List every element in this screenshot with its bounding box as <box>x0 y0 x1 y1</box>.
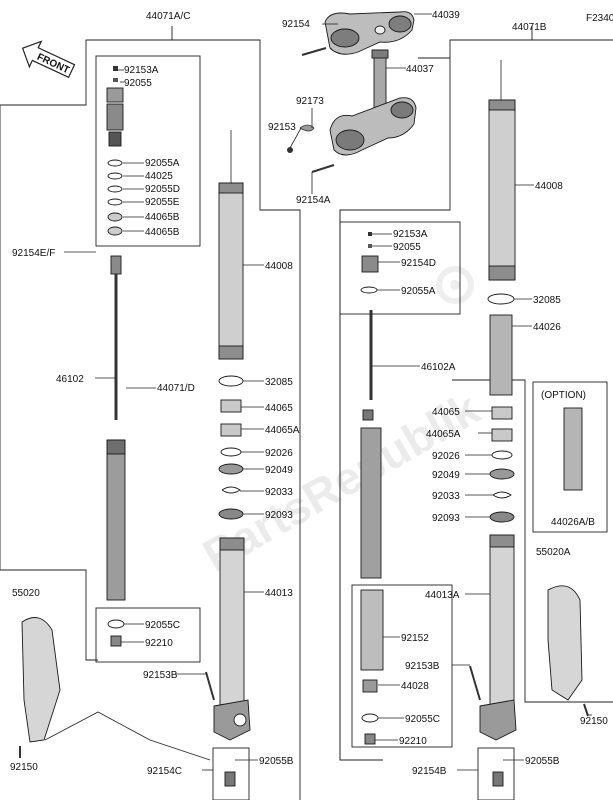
part-label-44065b-2: 44065B <box>145 227 180 238</box>
part-label-92153a-right: 92153A <box>393 229 428 240</box>
part-label-44025: 44025 <box>145 171 173 182</box>
left-fork-guard <box>19 617 61 758</box>
part-label-44065-right: 44065 <box>432 407 460 418</box>
part-label-55020: 55020 <box>12 588 40 599</box>
right-cartridge <box>360 232 384 745</box>
clamp-bolts <box>287 47 335 173</box>
watermark-gear-icon <box>436 266 474 304</box>
part-label-44065-left: 44065 <box>265 403 293 414</box>
part-label-92150-left: 92150 <box>10 762 38 773</box>
part-label-44065a-right: 44065A <box>426 429 461 440</box>
part-labels: 44071A/C 44071B 92154 44039 44037 92173 … <box>10 10 608 777</box>
leader-lines <box>64 13 592 771</box>
left-seals-stack <box>218 375 244 520</box>
part-label-32085-right: 32085 <box>533 295 561 306</box>
part-label-46102: 46102 <box>56 374 84 385</box>
part-label-44026: 44026 <box>533 322 561 333</box>
part-label-92055b-left: 92055B <box>259 756 294 767</box>
part-label-32085-left: 32085 <box>265 377 293 388</box>
part-label-44039: 44039 <box>432 10 460 21</box>
part-label-44026a-b: 44026A/B <box>551 517 595 528</box>
part-label-92055b-right: 92055B <box>525 756 560 767</box>
part-label-92150-right: 92150 <box>580 716 608 727</box>
part-label-44008-right: 44008 <box>535 181 563 192</box>
diagram-code: F2340 <box>586 13 613 24</box>
option-spring <box>563 407 583 491</box>
part-label-92153b-right: 92153B <box>405 661 440 672</box>
part-label-92055a-left: 92055A <box>145 158 180 169</box>
right-fork-guard <box>547 585 589 717</box>
part-label-46102a: 46102A <box>421 362 456 373</box>
part-label-92049-right: 92049 <box>432 470 460 481</box>
part-label-92033-left: 92033 <box>265 487 293 498</box>
part-label-44071-d: 44071/D <box>157 383 195 394</box>
part-label-92055c-left: 92055C <box>145 620 180 631</box>
part-label-92055-right: 92055 <box>393 242 421 253</box>
part-label-92055e: 92055E <box>145 197 180 208</box>
left-cartridge-parts <box>106 66 124 236</box>
right-inner-tube <box>469 534 517 787</box>
part-label-44013: 44013 <box>265 588 293 599</box>
part-label-92154c: 92154C <box>147 766 182 777</box>
part-label-44065a-left: 44065A <box>265 425 300 436</box>
part-label-92154d: 92154D <box>401 258 436 269</box>
option-label: (OPTION) <box>541 390 586 401</box>
part-label-92210-left: 92210 <box>145 638 173 649</box>
part-label-44028: 44028 <box>401 681 429 692</box>
part-label-92152: 92152 <box>401 633 429 644</box>
right-spring <box>489 314 513 396</box>
part-label-92153b-left: 92153B <box>143 670 178 681</box>
part-label-44037: 44037 <box>406 64 434 75</box>
part-label-92026-left: 92026 <box>265 448 293 459</box>
part-label-92055-left: 92055 <box>124 78 152 89</box>
part-label-92055d: 92055D <box>145 184 180 195</box>
part-label-44013a: 44013A <box>425 590 460 601</box>
part-label-92033-right: 92033 <box>432 491 460 502</box>
part-label-44008-left: 44008 <box>265 261 293 272</box>
part-label-92154e-f: 92154E/F <box>12 248 55 259</box>
lower-triple-clamp <box>329 97 417 156</box>
left-damper-rod <box>106 255 126 647</box>
part-label-92055a-right: 92055A <box>401 286 436 297</box>
part-label-92154a: 92154A <box>296 195 331 206</box>
part-label-92026-right: 92026 <box>432 451 460 462</box>
part-label-44071b: 44071B <box>512 22 547 33</box>
part-label-44065b-1: 44065B <box>145 212 180 223</box>
part-label-92153a-left: 92153A <box>124 65 159 76</box>
part-label-92049-left: 92049 <box>265 465 293 476</box>
group-frames <box>0 26 613 800</box>
part-label-92153: 92153 <box>268 122 296 133</box>
part-label-92154: 92154 <box>282 19 310 30</box>
front-arrow-icon: FRONT <box>21 40 76 79</box>
part-label-92210-right: 92210 <box>399 736 427 747</box>
left-inner-tube <box>205 537 251 787</box>
part-label-92093-right: 92093 <box>432 513 460 524</box>
upper-triple-clamp <box>324 11 415 55</box>
part-label-92093-left: 92093 <box>265 510 293 521</box>
right-outer-tube <box>487 60 516 305</box>
part-label-92154b: 92154B <box>412 766 447 777</box>
right-seals-stack <box>489 406 515 523</box>
left-outer-tube <box>218 130 244 360</box>
part-label-55020a: 55020A <box>536 547 571 558</box>
part-label-92173: 92173 <box>296 96 324 107</box>
part-label-92055c-right: 92055C <box>405 714 440 725</box>
part-label-44071a-c: 44071A/C <box>146 11 190 22</box>
